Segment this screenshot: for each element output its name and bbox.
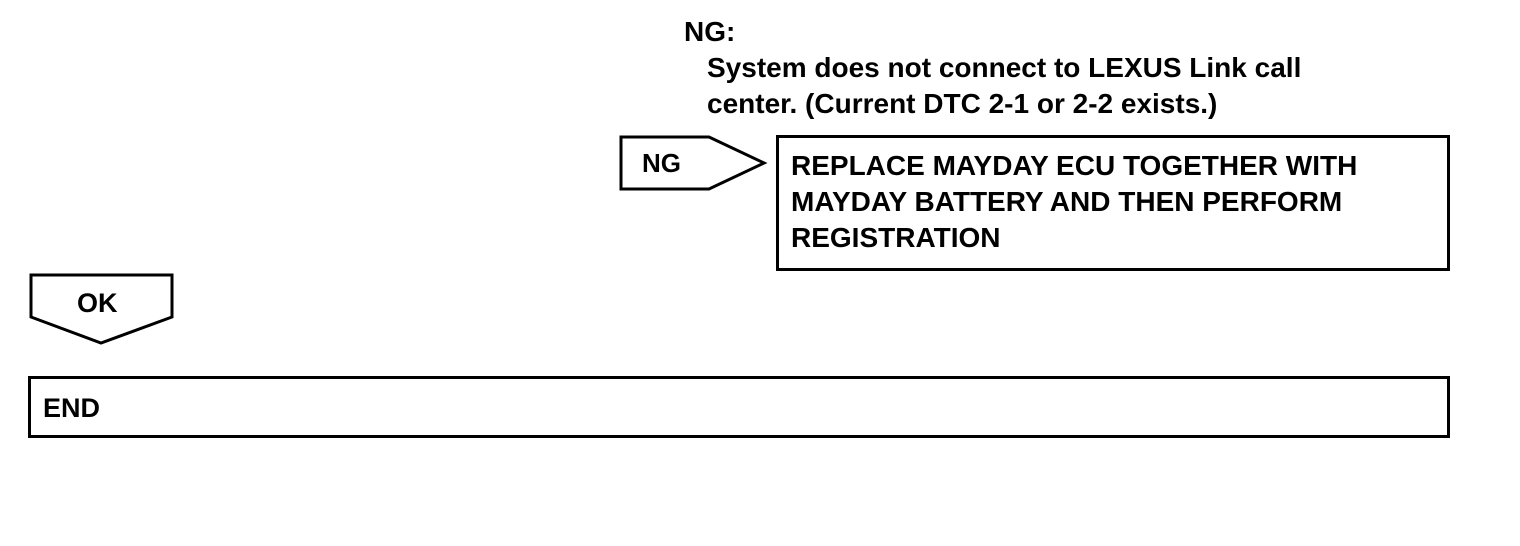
end-box: END bbox=[28, 376, 1450, 438]
end-box-label: END bbox=[43, 393, 101, 423]
ng-condition-title: NG: bbox=[684, 16, 736, 47]
ok-arrow: OK bbox=[29, 273, 174, 345]
ng-arrow-label: NG bbox=[642, 148, 681, 178]
ng-condition-text-line-2: center. (Current DTC 2-1 or 2-2 exists.) bbox=[707, 88, 1218, 119]
ng-condition-text-line-1: System does not connect to LEXUS Link ca… bbox=[707, 52, 1302, 83]
ok-arrow-label: OK bbox=[77, 288, 118, 318]
replace-box-line-2: MAYDAY BATTERY AND THEN PERFORM bbox=[791, 186, 1343, 217]
ng-arrow: NG bbox=[619, 135, 768, 191]
ng-arrow-shape bbox=[619, 135, 768, 191]
ok-arrow-shape bbox=[29, 273, 174, 345]
replace-box-line-1: REPLACE MAYDAY ECU TOGETHER WITH bbox=[791, 150, 1358, 181]
replace-box-line-3: REGISTRATION bbox=[791, 222, 1001, 253]
replace-ecu-action-box: REPLACE MAYDAY ECU TOGETHER WITH MAYDAY … bbox=[776, 135, 1450, 271]
